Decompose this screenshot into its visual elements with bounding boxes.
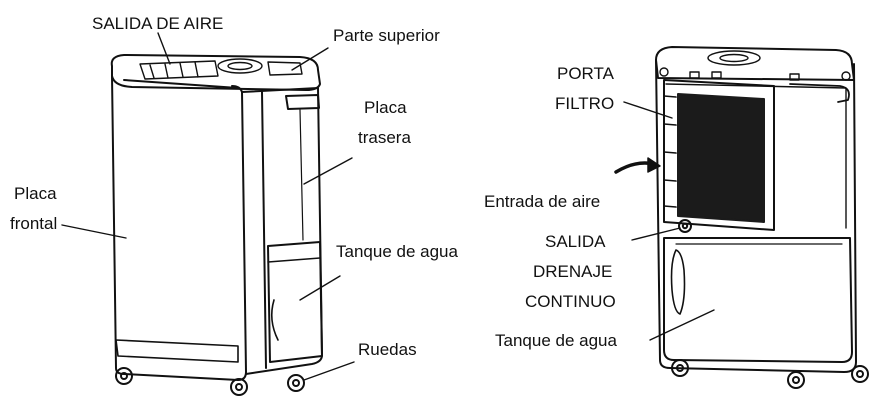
- label-salida-de-aire: SALIDA DE AIRE: [92, 14, 224, 33]
- right-filter-mesh: [677, 93, 765, 223]
- left-top-cover: [110, 54, 321, 91]
- label-ruedas: Ruedas: [358, 340, 417, 359]
- left-wheels: [115, 367, 305, 396]
- right-body: [655, 59, 857, 373]
- label-placa-trasera-line2: trasera: [358, 128, 411, 147]
- label-parte-superior: Parte superior: [333, 26, 440, 45]
- right-handle: [789, 83, 850, 103]
- left-front-panel: [111, 75, 247, 381]
- label-salida-drenaje-line3: CONTINUO: [525, 292, 616, 311]
- label-placa-trasera-line1: Placa: [364, 98, 407, 117]
- label-placa-frontal-line2: frontal: [10, 214, 58, 233]
- front-unit-illustration: [110, 54, 323, 396]
- right-top-controls: [659, 50, 851, 81]
- label-porta-filtro-line2: FILTRO: [555, 94, 615, 113]
- leader-lines: [61, 32, 715, 381]
- right-drain-outlet: [678, 219, 692, 233]
- left-bottom-slot: [115, 339, 239, 363]
- label-tanque-de-agua-left: Tanque de agua: [336, 242, 458, 261]
- right-wheels: [671, 359, 869, 389]
- label-porta-filtro-line1: PORTA: [557, 64, 614, 83]
- left-handle: [285, 94, 320, 110]
- right-filter-frame: [663, 79, 775, 231]
- label-salida-drenaje-line2: DRENAJE: [533, 262, 613, 281]
- right-top-cover: [655, 46, 855, 81]
- label-entrada-de-aire: Entrada de aire: [484, 192, 601, 211]
- left-side-body: [241, 87, 323, 375]
- label-placa-frontal-line1: Placa: [14, 184, 57, 203]
- rear-unit-illustration: [614, 46, 869, 389]
- label-tanque-de-agua-right: Tanque de agua: [495, 331, 617, 350]
- right-water-tank: [663, 237, 853, 363]
- left-air-outlet-grill: [139, 58, 303, 80]
- right-tank-window: [670, 249, 686, 315]
- label-salida-drenaje-line1: SALIDA: [545, 232, 606, 251]
- left-water-tank: [267, 241, 323, 363]
